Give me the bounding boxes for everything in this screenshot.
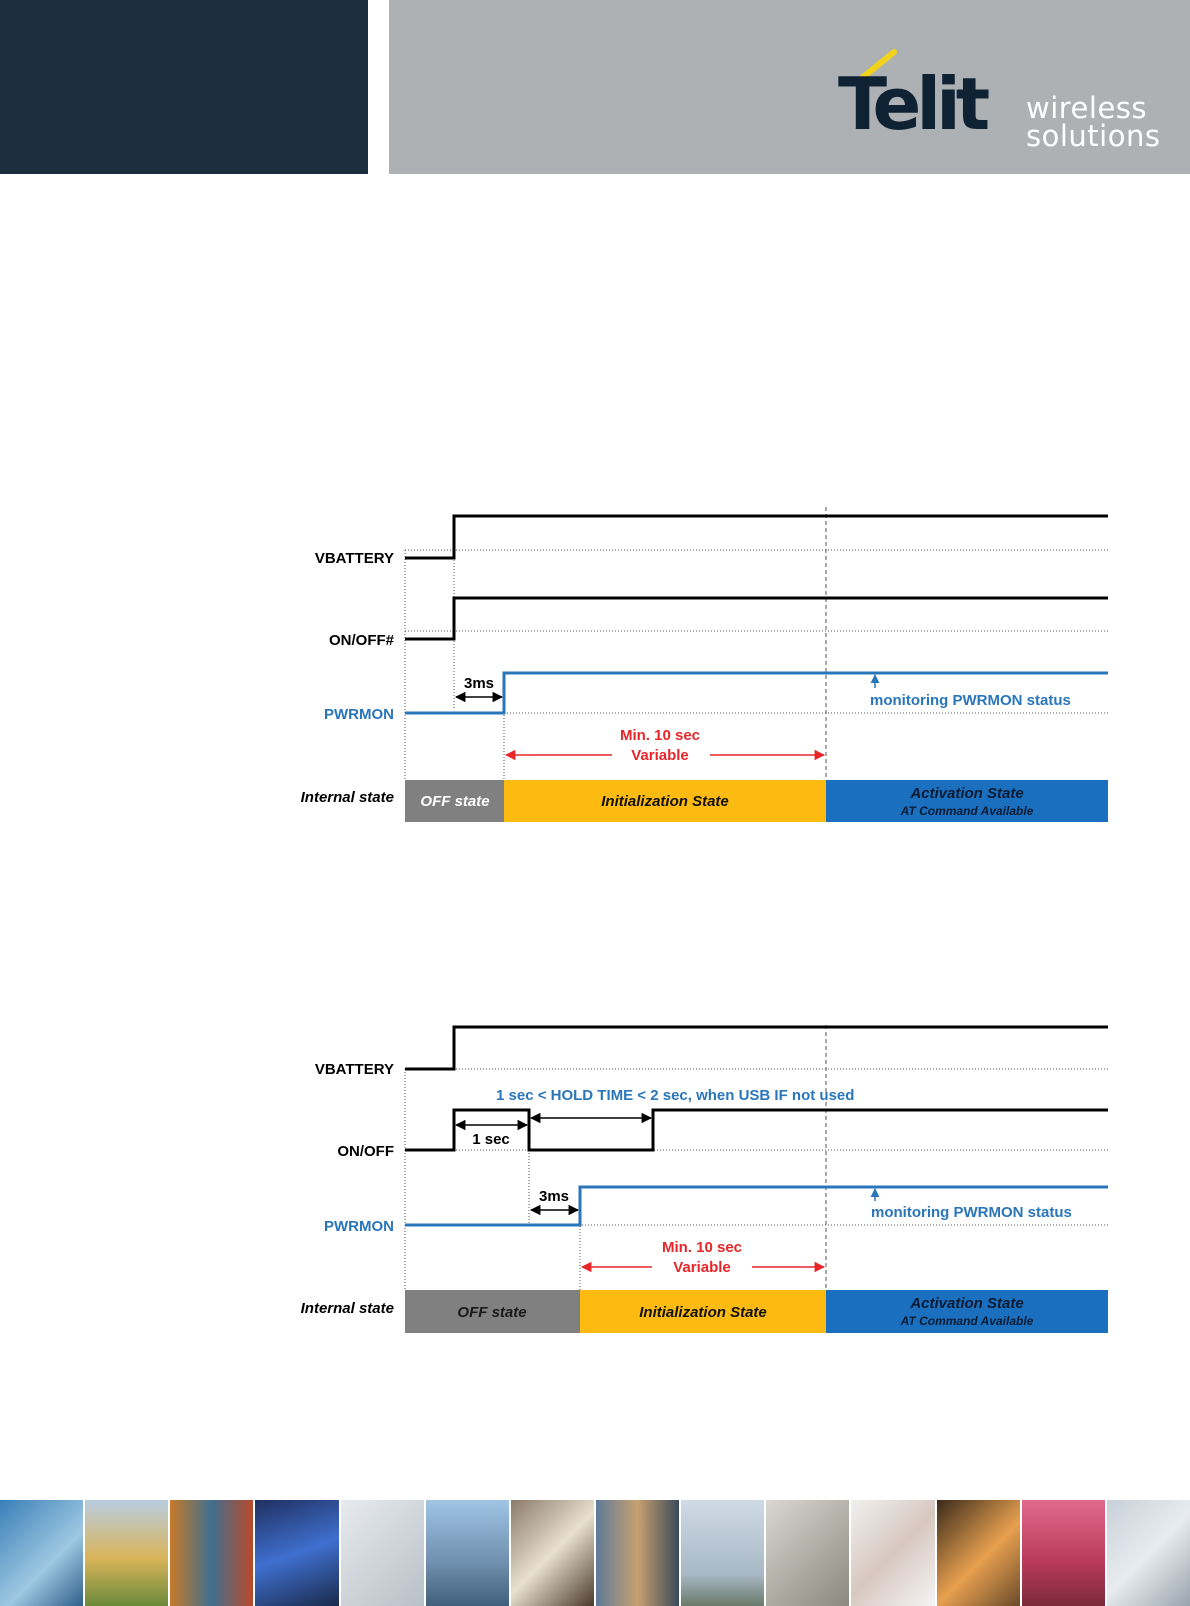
- monitoring-label: monitoring PWRMON status: [871, 1204, 1072, 1221]
- label-vbattery: VBATTERY: [315, 550, 394, 567]
- delay-label: 3ms: [464, 675, 494, 692]
- onoff-waveform: [405, 596, 1108, 641]
- init-state-block: [580, 1290, 826, 1333]
- footer-photo: [510, 1500, 594, 1606]
- monitoring-label: monitoring PWRMON status: [870, 692, 1071, 709]
- init-state-block: [504, 780, 826, 822]
- footer-photo: [425, 1500, 509, 1606]
- footer-photo: [1106, 1500, 1190, 1606]
- delay-label: 3ms: [539, 1188, 569, 1205]
- guide-lines: [404, 1068, 1108, 1290]
- label-internal-state: Internal state: [301, 789, 394, 806]
- active-state-label: Activation State: [909, 785, 1023, 802]
- footer-photo: [681, 1500, 765, 1606]
- active-state-block: [826, 1290, 1108, 1333]
- header-dark-panel: [0, 0, 368, 174]
- footer-photo: [1021, 1500, 1105, 1606]
- pwrmon-waveform: [405, 1185, 1108, 1227]
- label-onoff: ON/OFF#: [329, 632, 395, 649]
- logo-subtitle-line2: solutions: [1026, 119, 1161, 153]
- min-time-label: Min. 10 sec: [620, 727, 700, 744]
- timing-diagram-onoff: VBATTERY ON/OFF PWRMON Internal state 1 …: [301, 1025, 1108, 1333]
- label-internal-state: Internal state: [301, 1300, 394, 1317]
- active-state-sublabel: AT Command Available: [900, 804, 1034, 818]
- active-state-label: Activation State: [909, 1295, 1023, 1312]
- footer-photo: [85, 1500, 169, 1606]
- footer-photo: [255, 1500, 339, 1606]
- one-sec-label: 1 sec: [472, 1131, 510, 1148]
- active-state-sublabel: AT Command Available: [900, 1314, 1034, 1328]
- footer-photo: [0, 1500, 84, 1606]
- vbattery-waveform: [405, 1025, 1108, 1071]
- pwrmon-waveform: [405, 671, 1108, 715]
- telit-logo: Telit wireless solutions: [838, 48, 1168, 158]
- footer-photo: [340, 1500, 424, 1606]
- timing-diagram-onoff-hash: VBATTERY ON/OFF# PWRMON Internal state 3…: [301, 507, 1108, 822]
- footer-photo: [595, 1500, 680, 1606]
- vbattery-waveform: [405, 514, 1108, 560]
- header-gray-panel: [389, 0, 1190, 174]
- active-state-block: [826, 780, 1108, 822]
- logo-swoosh-icon: [859, 49, 897, 81]
- min-time-variable-label: Variable: [673, 1259, 731, 1276]
- label-onoff: ON/OFF: [337, 1143, 394, 1160]
- label-pwrmon: PWRMON: [324, 706, 394, 723]
- min-time-variable-label: Variable: [631, 747, 689, 764]
- label-vbattery: VBATTERY: [315, 1061, 394, 1078]
- min-time-label: Min. 10 sec: [662, 1239, 742, 1256]
- footer-photo: [170, 1500, 254, 1606]
- onoff-waveform: [405, 1108, 1108, 1152]
- footer-photo-strip: [0, 1500, 1190, 1606]
- off-state-block: [405, 1290, 580, 1333]
- init-state-label: Initialization State: [601, 793, 729, 810]
- footer-photo: [936, 1500, 1020, 1606]
- init-state-label: Initialization State: [639, 1304, 767, 1321]
- off-state-block: [405, 780, 504, 822]
- hold-time-label: 1 sec < HOLD TIME < 2 sec, when USB IF n…: [496, 1087, 854, 1104]
- off-state-label: OFF state: [457, 1304, 526, 1321]
- logo-wordmark: Telit: [838, 62, 990, 146]
- footer-photo: [766, 1500, 850, 1606]
- logo-subtitle-line1: wireless: [1026, 91, 1148, 125]
- label-pwrmon: PWRMON: [324, 1218, 394, 1235]
- footer-photo: [851, 1500, 935, 1606]
- guide-lines: [404, 515, 1108, 780]
- off-state-label: OFF state: [420, 793, 489, 810]
